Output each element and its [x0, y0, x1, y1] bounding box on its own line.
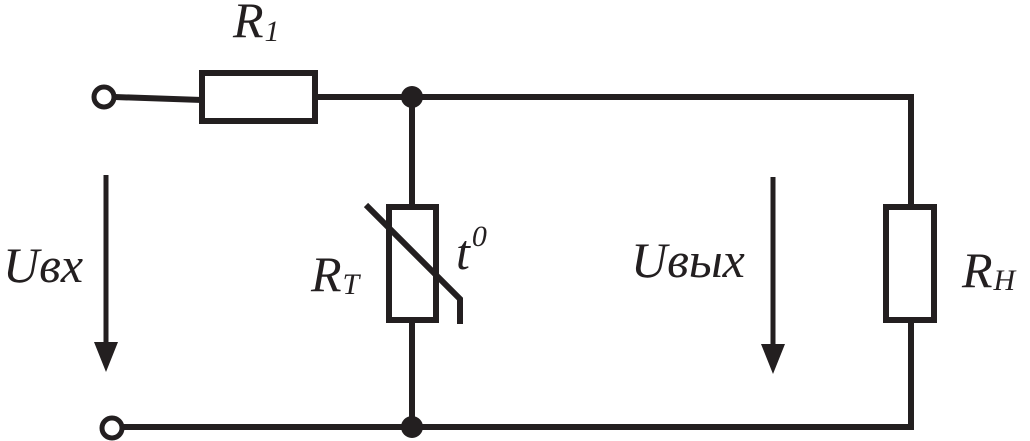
label-rh-main: R [961, 242, 993, 298]
label-rt: RT [310, 246, 362, 302]
label-r1-main: R [232, 0, 264, 48]
thermistor-body [386, 204, 439, 323]
label-temperature: t0 [456, 220, 487, 280]
wire-top-rail-to-load [412, 94, 914, 207]
label-temperature-sup: 0 [472, 220, 487, 253]
label-u-out: Uвых [631, 232, 745, 288]
input-arrow-head [94, 342, 118, 372]
input-voltage-arrow [94, 175, 118, 372]
label-r1: R1 [232, 0, 280, 48]
label-u-in: Uвх [3, 237, 83, 293]
output-voltage-arrow [761, 177, 785, 374]
label-rt-main: R [310, 246, 342, 302]
resistor-r1 [199, 70, 318, 124]
output-arrow-head [761, 344, 785, 374]
label-r1-sub: 1 [265, 15, 280, 48]
wires [114, 94, 914, 430]
input-terminal-top [91, 84, 117, 110]
label-rh-sub: H [993, 264, 1018, 297]
input-terminal-bottom [99, 415, 125, 441]
thermistor-slash-icon [363, 202, 463, 324]
label-temperature-main: t [456, 224, 471, 280]
wire-input-to-r1 [114, 94, 203, 103]
junction-node-bottom [401, 416, 423, 438]
label-rt-sub: T [343, 268, 362, 301]
label-rh: RH [961, 242, 1018, 298]
thermistor-rt [363, 202, 463, 324]
junction-node-top [401, 86, 423, 108]
wire-load-to-bottom-rail [412, 320, 914, 430]
resistor-rh [883, 204, 937, 323]
